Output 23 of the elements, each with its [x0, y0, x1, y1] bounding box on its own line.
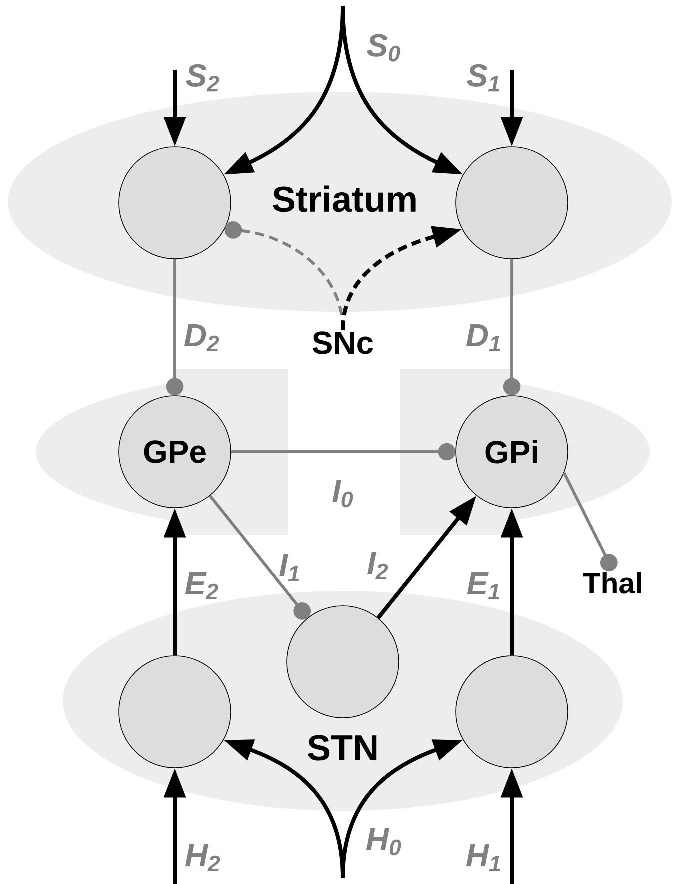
edge-label: I$_{2}$	[368, 552, 388, 580]
arrow	[209, 495, 312, 620]
edge-label: H$_{2}$	[185, 844, 220, 872]
arrow	[166, 259, 184, 396]
edge-label: D$_{2}$	[184, 324, 220, 352]
neuron-circle	[286, 606, 400, 718]
region-label: SNc	[312, 332, 374, 354]
edge-label: S$_{1}$	[467, 64, 500, 92]
edge-label: S$_{0}$	[367, 34, 400, 62]
neuron-circle	[456, 656, 568, 768]
edge-label: H$_{1}$	[466, 844, 500, 872]
arrow	[231, 443, 456, 461]
neuron-circle	[118, 656, 232, 768]
edge-label: H$_{0}$	[366, 828, 402, 856]
edge-label: I$_{1}$	[280, 554, 300, 582]
arrow	[503, 259, 521, 396]
neuron-circle	[118, 146, 232, 260]
neuron-circle	[456, 146, 568, 260]
edge-label: S$_{2}$	[186, 64, 220, 92]
edge-label: D$_{1}$	[466, 324, 500, 352]
region-label: Thal	[583, 572, 642, 594]
edge-label: I$_{0}$	[332, 480, 354, 508]
arrow	[563, 472, 618, 572]
